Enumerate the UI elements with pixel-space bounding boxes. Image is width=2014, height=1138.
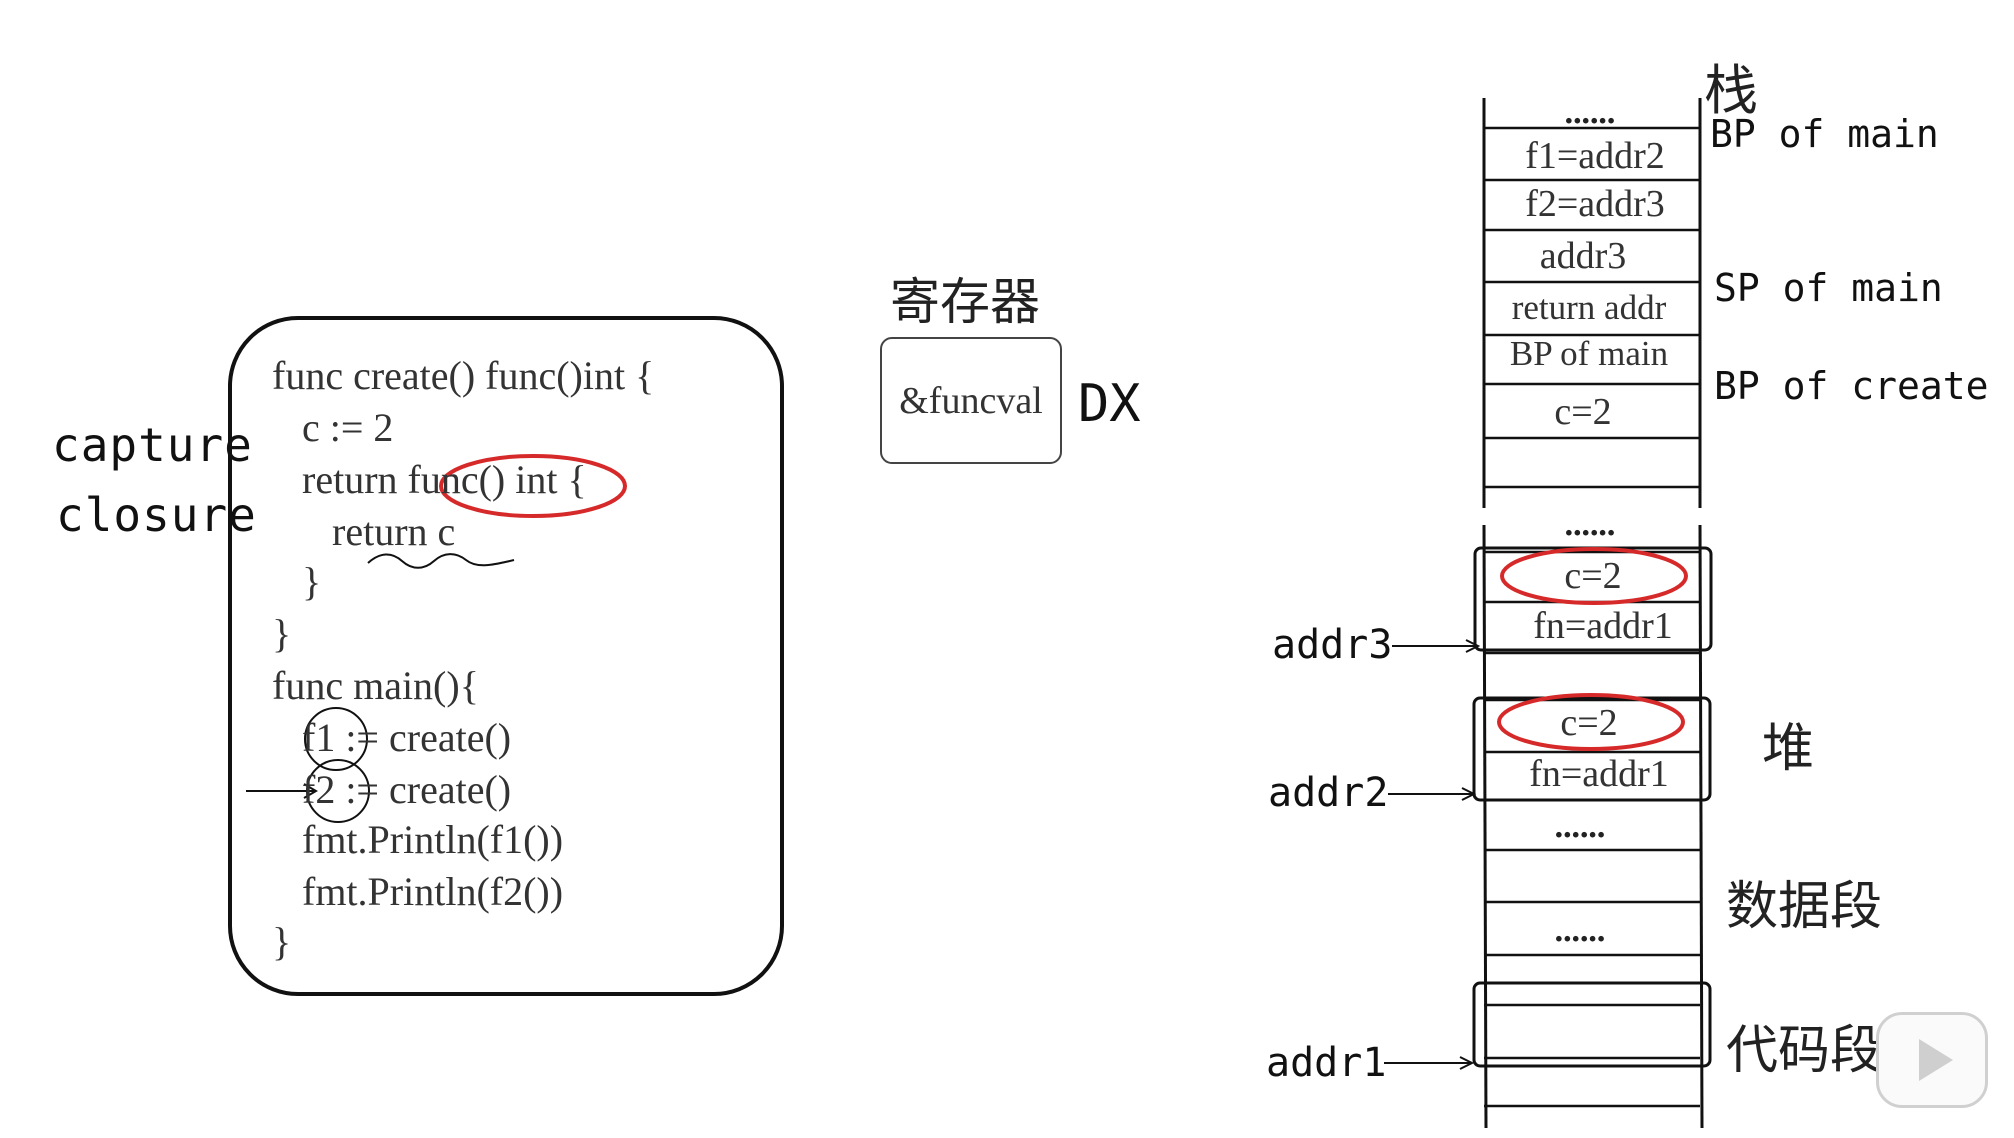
stack-note-bp-main: BP of main — [1710, 112, 1939, 156]
code-line: fmt.Println(f1()) — [272, 817, 564, 862]
address-label-addr3: addr3 — [1272, 622, 1393, 668]
play-icon[interactable] — [1876, 1012, 1988, 1108]
code-line: fmt.Println(f2()) — [272, 869, 564, 914]
stack-note-sp-main: SP of main — [1714, 266, 1943, 310]
code-line: func main(){ — [272, 663, 479, 708]
code-line: return func() int { — [272, 457, 587, 502]
code-line: f2 := create() — [272, 767, 512, 812]
address-label-addr1: addr1 — [1266, 1040, 1387, 1086]
stack-note-bp-create: BP of create — [1714, 364, 1989, 408]
register-name: DX — [1078, 374, 1141, 434]
code-line: } — [272, 559, 322, 604]
stack-cell: f1=addr2 — [1525, 135, 1665, 177]
heap-cell: c=2 — [1560, 702, 1618, 744]
heap-cell: fn=addr1 — [1529, 753, 1669, 795]
code-line: return c — [272, 509, 456, 554]
code-box — [228, 316, 784, 996]
register-title: 寄存器 — [890, 273, 1040, 331]
side-label-capture: capture — [52, 418, 253, 472]
register-box: &funcval — [880, 337, 1062, 464]
address-label-addr2: addr2 — [1268, 770, 1389, 816]
register-value: &funcval — [899, 379, 1043, 422]
stack-cell: return addr — [1511, 288, 1667, 327]
stack-dots: ...... — [1563, 508, 1617, 543]
heap-title: 堆 — [1762, 719, 1815, 779]
code-line: } — [272, 611, 292, 656]
data-dots: ...... — [1553, 914, 1607, 949]
data-segment-label: 数据段 — [1726, 877, 1883, 937]
side-label-closure: closure — [56, 488, 257, 542]
code-line: c := 2 — [272, 405, 394, 450]
code-line: f1 := create() — [272, 715, 512, 760]
stack-cell: addr3 — [1539, 235, 1627, 277]
stack-cell: c=2 — [1554, 391, 1612, 433]
heap-cell: fn=addr1 — [1533, 605, 1673, 647]
stack-dots: ...... — [1563, 96, 1617, 131]
heap-cell: c=2 — [1564, 555, 1622, 597]
stack-cell: f2=addr3 — [1525, 183, 1665, 225]
stack-title: 栈 — [1704, 59, 1758, 122]
code-line: func create() func()int { — [272, 353, 655, 398]
code-line: } — [272, 919, 292, 964]
code-segment-label: 代码段 — [1726, 1021, 1883, 1081]
stack-cell: BP of main — [1509, 334, 1669, 373]
heap-dots: ...... — [1553, 810, 1607, 845]
